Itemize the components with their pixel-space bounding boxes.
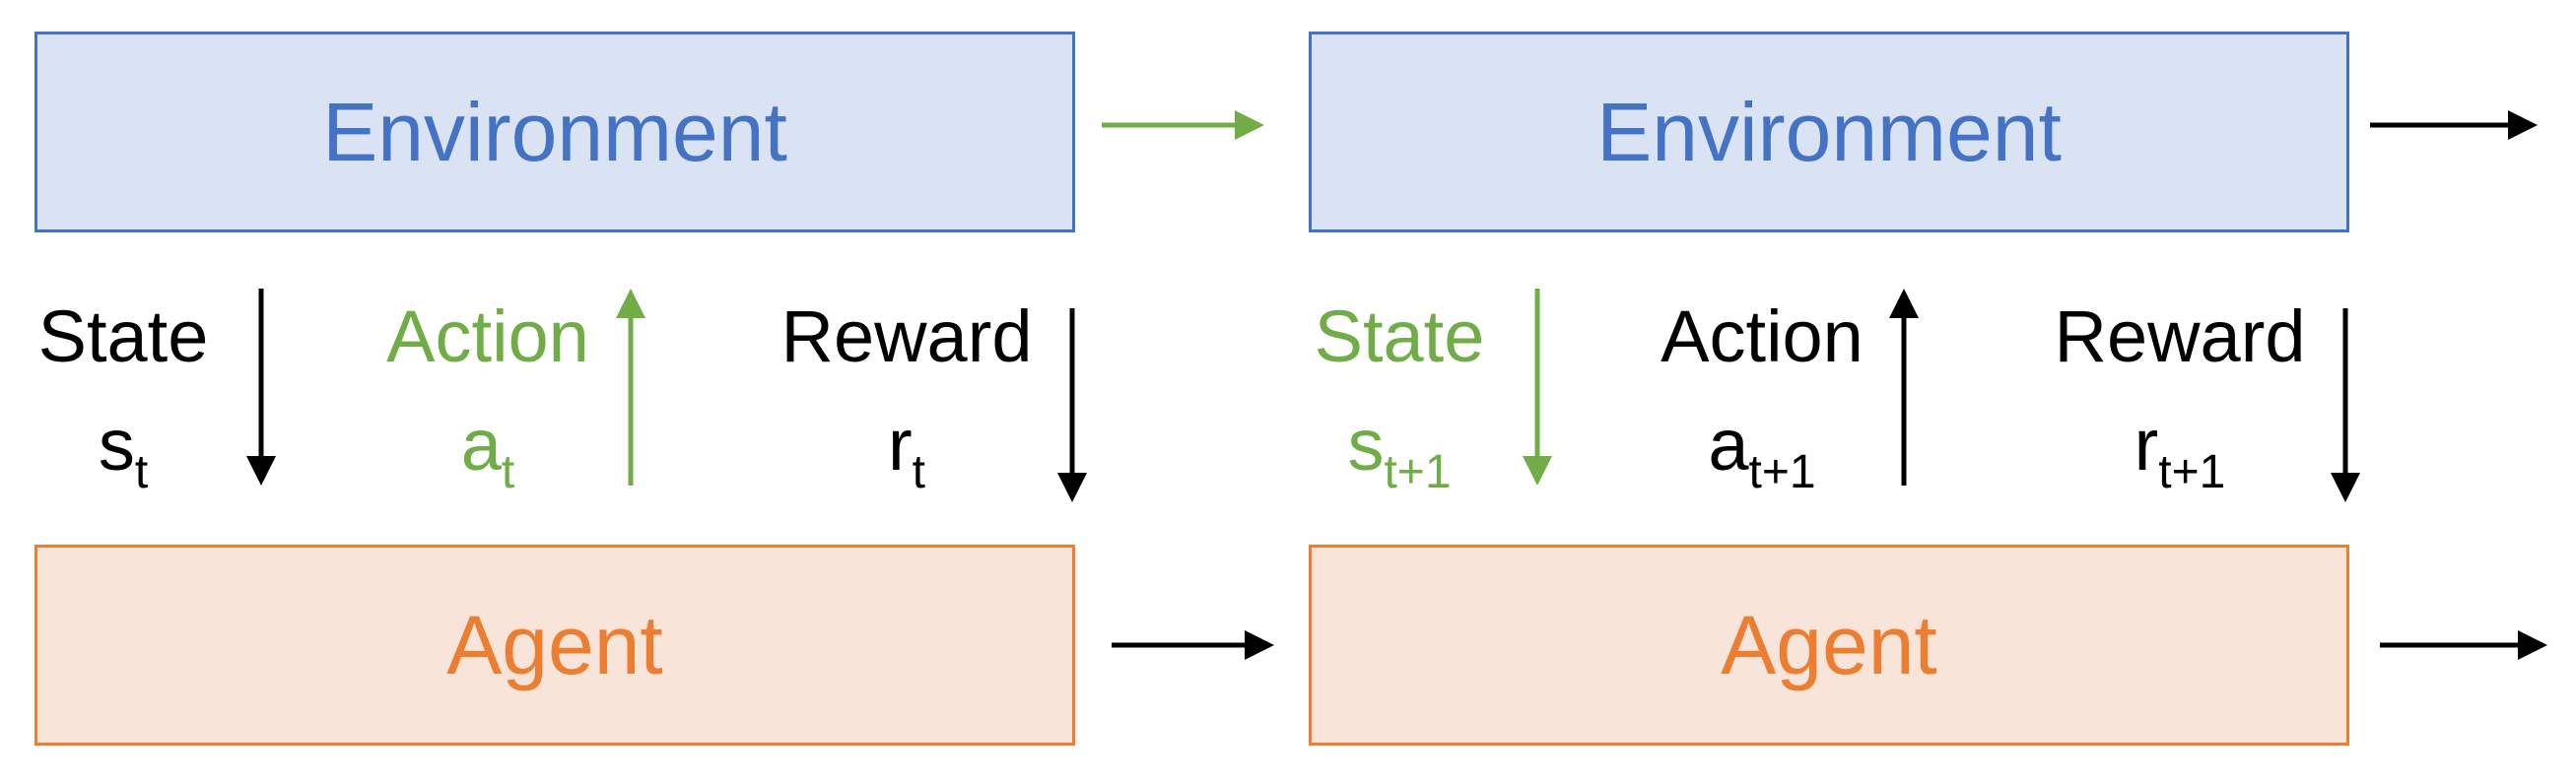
reward-word: Reward xyxy=(2054,295,2306,377)
environment-label: Environment xyxy=(322,86,787,178)
reward-word: Reward xyxy=(780,295,1033,377)
agent-box-step-2: Agent xyxy=(1309,545,2349,746)
action-label-step-1: Action at xyxy=(310,295,665,498)
agent-box-step-1: Agent xyxy=(34,545,1075,746)
reward-symbol: rt xyxy=(888,404,925,498)
state-label-step-1: State st xyxy=(0,295,301,498)
state-symbol: st+1 xyxy=(1347,404,1452,498)
state-symbol: st xyxy=(98,404,149,498)
action-word: Action xyxy=(386,295,589,377)
agent-label: Agent xyxy=(446,599,663,691)
action-symbol: at+1 xyxy=(1708,404,1816,498)
environment-box-step-1: Environment xyxy=(34,32,1075,232)
reward-label-step-1: Reward rt xyxy=(729,295,1084,498)
reward-symbol: rt+1 xyxy=(2134,404,2226,498)
state-label-step-2: State st+1 xyxy=(1222,295,1577,498)
action-symbol: at xyxy=(460,404,515,498)
reward-label-step-2: Reward rt+1 xyxy=(2002,295,2357,498)
agent-label: Agent xyxy=(1721,599,1937,691)
action-word: Action xyxy=(1661,295,1864,377)
state-word: State xyxy=(1314,295,1485,377)
state-word: State xyxy=(37,295,209,377)
environment-box-step-2: Environment xyxy=(1309,32,2349,232)
action-label-step-2: Action at+1 xyxy=(1585,295,1939,498)
environment-label: Environment xyxy=(1596,86,2062,178)
